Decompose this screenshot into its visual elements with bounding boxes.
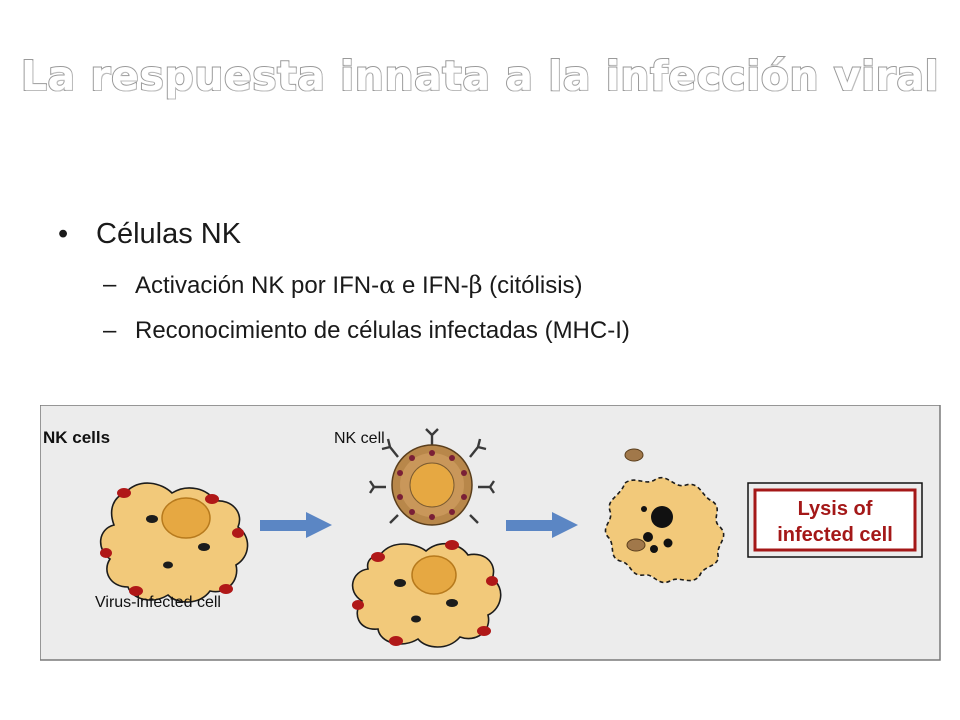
result-text-line1: Lysis of: [798, 498, 873, 520]
nk-cell-figure: NK cells Virus-infected cell NK cell: [40, 405, 942, 662]
sub-bullet-text-part: (citólisis): [482, 272, 583, 299]
lysed-cell-body: [604, 476, 725, 584]
viral-dot: [232, 528, 244, 538]
lysed-nucleus-fragment: [663, 538, 673, 548]
infected-cell-label: Virus-infected cell: [95, 594, 221, 611]
intracellular-dot: [146, 515, 158, 523]
cell-fragment: [624, 448, 644, 462]
lysed-nucleus-fragment: [643, 532, 653, 542]
sub-bullet-text: Activación NK por IFN-α e IFN-β (citólis…: [135, 271, 583, 300]
cell-fragment: [626, 538, 646, 552]
lysed-cell: [604, 448, 725, 584]
cell-nucleus: [161, 497, 211, 539]
viral-dot: [389, 636, 403, 646]
nk-receptors: [369, 428, 495, 524]
sub-bullet-text-part: Activación NK por IFN-: [135, 272, 380, 299]
viral-dot: [205, 494, 219, 504]
nk-diagram-svg: NK cells Virus-infected cell NK cell: [40, 405, 941, 661]
nk-granules: [397, 450, 467, 520]
intracellular-dot: [198, 543, 210, 551]
bullet-glyph: •: [58, 218, 69, 250]
arrow-right-icon: [260, 512, 332, 538]
viral-dot: [100, 548, 112, 558]
result-inner-border: [753, 488, 917, 552]
bullet-text: Células NK: [96, 218, 242, 250]
viral-dot: [486, 576, 498, 586]
slide-title: La respuesta innata a la infección viral: [20, 51, 940, 101]
viral-dot: [477, 626, 491, 636]
lysed-nucleus-fragment: [651, 506, 673, 528]
lysis-result-box: Lysis of infected cell: [747, 482, 923, 558]
result-outer-border: [747, 482, 923, 558]
dash-glyph: –: [103, 271, 117, 298]
nk-cell: [369, 428, 495, 526]
cell-body: [99, 482, 249, 603]
viral-dot: [129, 586, 143, 596]
viral-dot: [445, 540, 459, 550]
arrow-right-icon: [506, 512, 578, 538]
intracellular-dot: [446, 599, 458, 607]
viral-dot: [352, 600, 364, 610]
viral-dot: [371, 552, 385, 562]
sub-bullet-text: Reconocimiento de células infectadas (MH…: [135, 317, 630, 344]
sub-bullet-text-part: e IFN-: [395, 272, 469, 299]
intracellular-dot: [411, 615, 421, 623]
result-text-line2: infected cell: [777, 524, 893, 546]
nk-nucleus: [409, 462, 455, 508]
greek-beta: β: [468, 271, 483, 299]
infected-cell-left: [99, 482, 249, 603]
viral-dot: [219, 584, 233, 594]
cell-nucleus: [411, 555, 457, 595]
viral-dot: [117, 488, 131, 498]
lysed-nucleus-fragment: [641, 506, 647, 512]
lysed-nucleus-fragment: [650, 545, 658, 553]
nk-cell-label: NK cell: [334, 430, 385, 447]
infected-cell-target: [351, 540, 502, 648]
greek-alpha: α: [379, 271, 396, 299]
intracellular-dot: [394, 579, 406, 587]
panel-label: NK cells: [43, 428, 110, 447]
dash-glyph: –: [103, 317, 117, 344]
intracellular-dot: [163, 561, 173, 569]
